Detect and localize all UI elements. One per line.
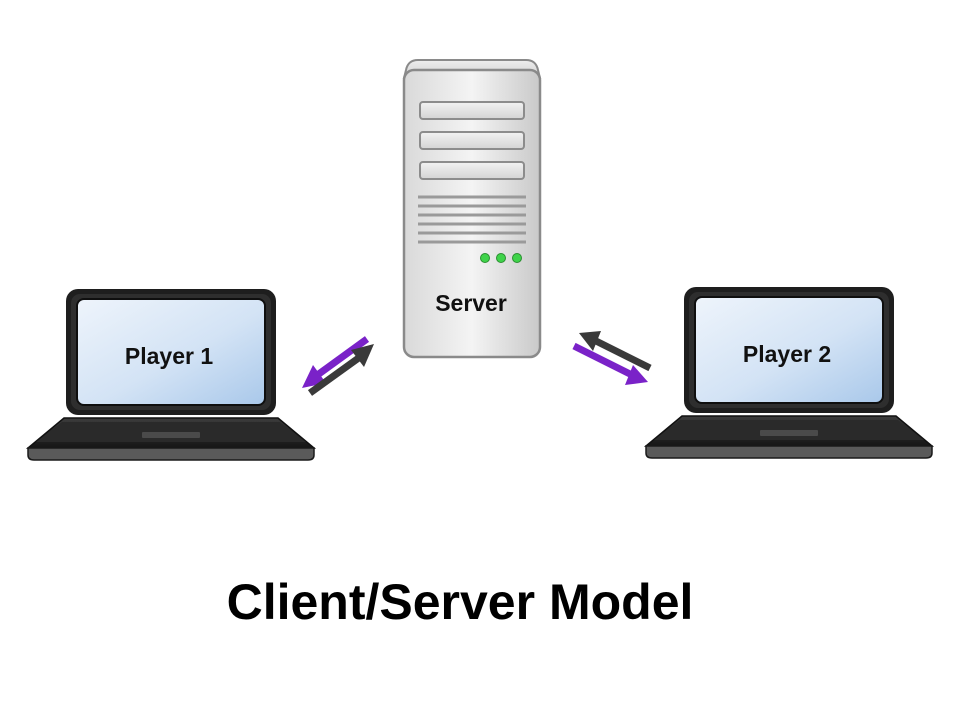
server-label: Server: [435, 290, 507, 316]
player2-label: Player 2: [743, 341, 831, 367]
player2-node: Player 2: [643, 287, 935, 459]
laptop-icon: [25, 289, 317, 461]
player1-node: Player 1: [25, 289, 317, 461]
page-title: Client/Server Model: [226, 574, 694, 630]
arrow-to-server-from-player2-icon: [579, 331, 652, 372]
server-tower-icon: [402, 59, 542, 359]
arrow-to-player1-icon: [302, 336, 370, 388]
laptop-icon: [643, 287, 935, 459]
arrows-server-player2: [572, 331, 652, 385]
arrow-to-server-from-player1-icon: [307, 344, 374, 396]
server-node: Server: [402, 59, 542, 359]
player1-label: Player 1: [125, 343, 213, 369]
status-led-icons: [480, 253, 522, 263]
arrow-to-player2-icon: [572, 342, 648, 385]
arrows-server-player1: [302, 336, 374, 396]
